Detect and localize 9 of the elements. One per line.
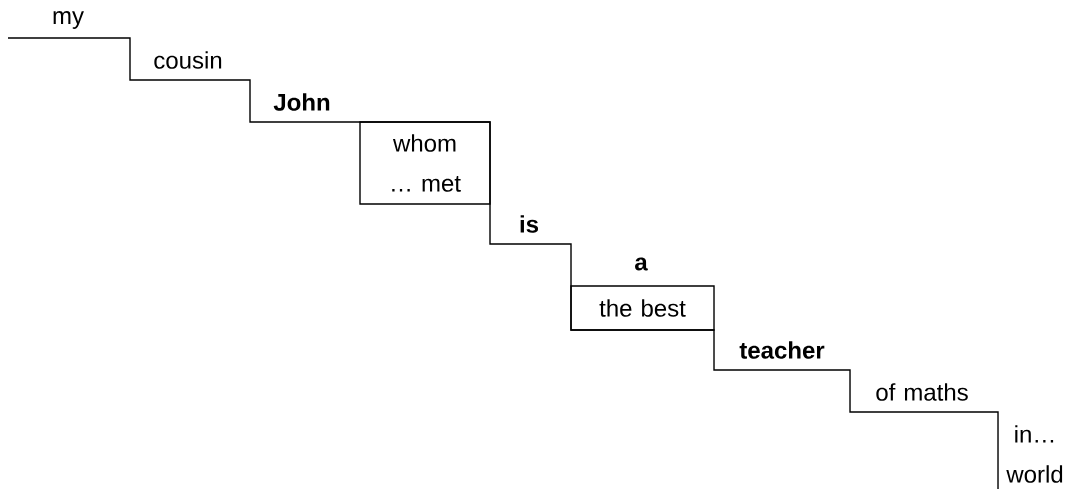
word-label: is	[520, 215, 539, 233]
word-label: teacher	[739, 341, 825, 359]
word-label: in… world	[1006, 425, 1063, 483]
text-box: whom … met	[359, 121, 491, 205]
word-label: my	[53, 11, 84, 29]
text-box: the best	[570, 285, 715, 331]
word-label: cousin	[154, 51, 222, 69]
word-label: John	[273, 93, 330, 111]
word-label: of maths	[876, 383, 968, 401]
